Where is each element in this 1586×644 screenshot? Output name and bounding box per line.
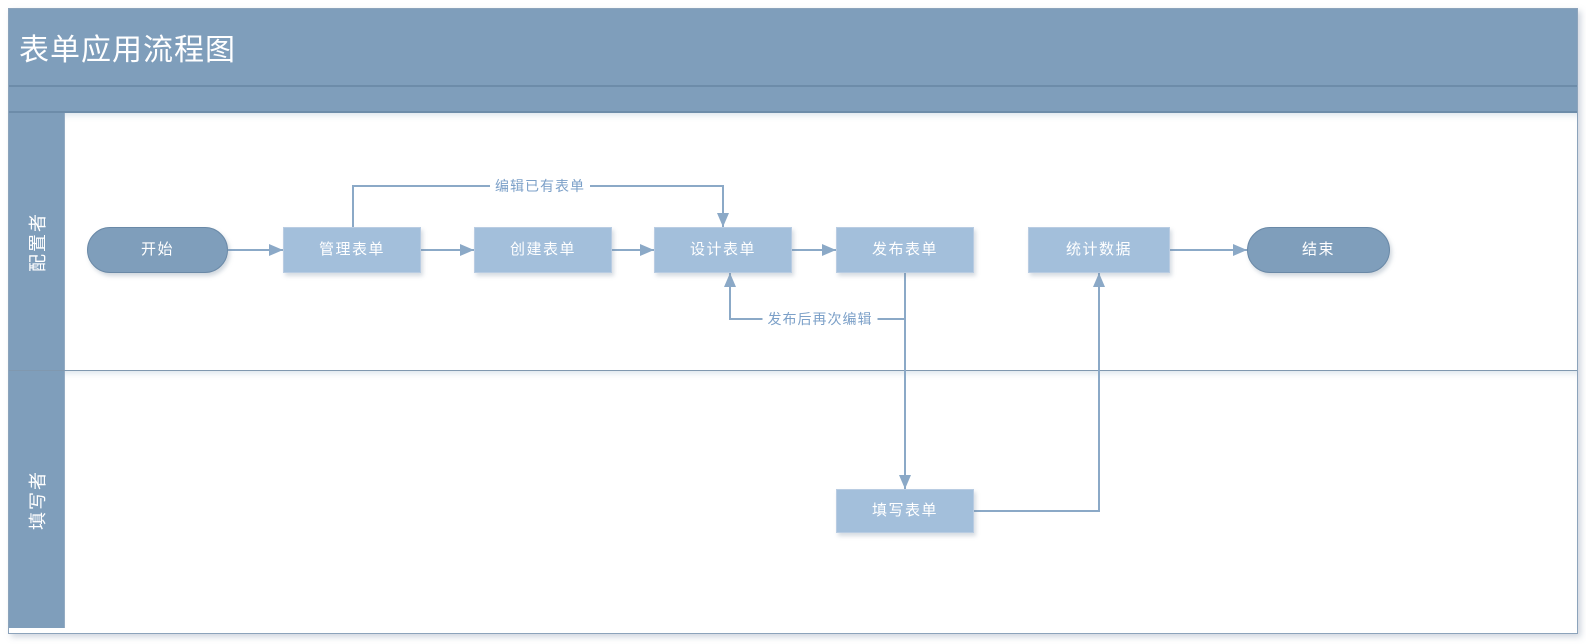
node-end: 结束 (1247, 227, 1390, 273)
node-create: 创建表单 (474, 227, 612, 273)
node-start: 开始 (87, 227, 228, 273)
pool-sub-band (9, 87, 1577, 113)
edge-label-edit-after-publish: 发布后再次编辑 (762, 309, 878, 329)
node-fill: 填写表单 (836, 489, 974, 533)
lane-filler-label-strip: 填写者 (9, 371, 65, 628)
edge-label-edit-existing: 编辑已有表单 (490, 176, 590, 196)
lane-filler-label: 填写者 (27, 469, 48, 530)
node-manage: 管理表单 (283, 227, 421, 273)
node-design: 设计表单 (654, 227, 792, 273)
lane-configurator-label-strip: 配置者 (9, 113, 65, 370)
node-stats: 统计数据 (1028, 227, 1170, 273)
lane-filler-content (65, 371, 1577, 628)
lane-filler: 填写者 (9, 371, 1577, 628)
node-publish: 发布表单 (836, 227, 974, 273)
pool-title-band: 表单应用流程图 (9, 9, 1577, 87)
lane-configurator-label: 配置者 (27, 211, 48, 272)
pool-title: 表单应用流程图 (19, 34, 236, 67)
